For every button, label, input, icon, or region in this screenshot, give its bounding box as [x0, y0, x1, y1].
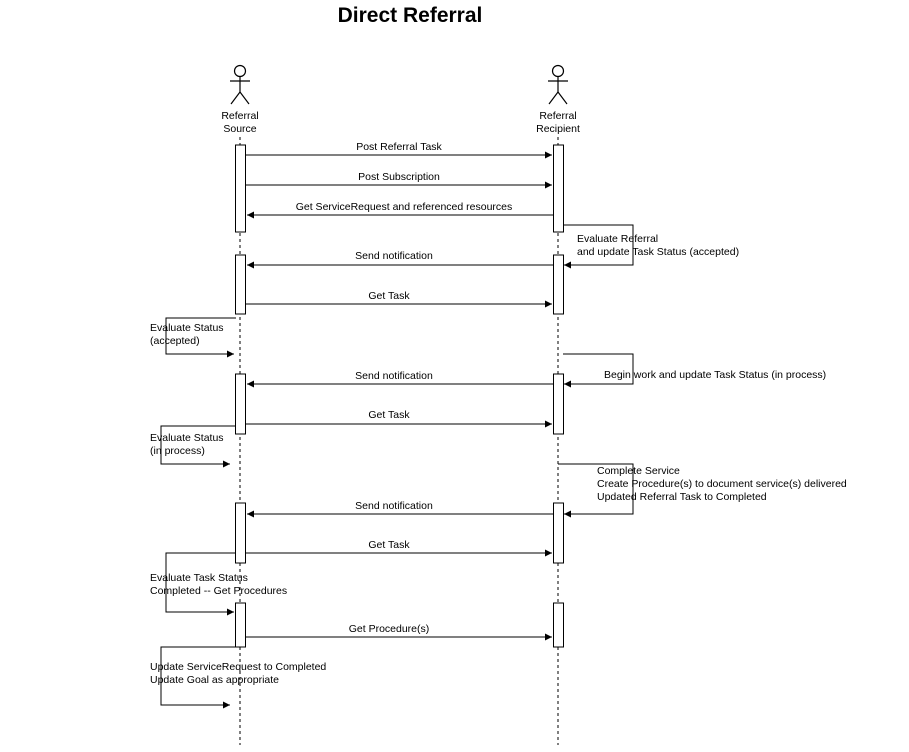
message-label: Post Referral Task	[356, 141, 442, 153]
self-message: Begin work and update Task Status (in pr…	[563, 353, 826, 388]
self-message: Evaluate Status (in process)	[150, 425, 236, 468]
diagram-title: Direct Referral	[337, 4, 483, 27]
message-label: Get Task	[368, 539, 410, 551]
message: Get Task	[246, 539, 552, 557]
self-message: Update ServiceRequest to Completed Updat…	[150, 646, 326, 709]
self-message: Evaluate Status (accepted)	[150, 317, 236, 358]
self-message-label: Evaluate Status	[150, 322, 224, 334]
self-message: Complete Service Create Procedure(s) to …	[558, 463, 847, 518]
actor-referral-source	[230, 64, 250, 105]
actor-referral-recipient	[548, 64, 568, 105]
activation-bar	[235, 502, 246, 564]
activation-bar	[553, 502, 564, 564]
self-message: Evaluate Referral and update Task Status…	[563, 224, 739, 269]
self-message-label: Completed -- Get Procedures	[150, 585, 287, 597]
message: Get Task	[246, 290, 552, 308]
self-message-label: Evaluate Referral	[577, 233, 658, 245]
message: Post Subscription	[246, 171, 552, 189]
message-label: Send notification	[355, 500, 433, 512]
self-message: Evaluate Task Status Completed -- Get Pr…	[150, 552, 287, 616]
self-message-label: (accepted)	[150, 335, 200, 347]
participant-label-source-line1: Referral	[221, 110, 258, 122]
message: Get Procedure(s)	[246, 623, 552, 641]
self-message-label: Evaluate Status	[150, 432, 224, 444]
message: Send notification	[247, 370, 553, 388]
self-message-label: Update ServiceRequest to Completed	[150, 661, 326, 673]
self-message-label: Create Procedure(s) to document service(…	[597, 478, 847, 490]
activation-bar	[235, 254, 246, 315]
self-message-label: Complete Service	[597, 465, 680, 477]
self-message-label: and update Task Status (accepted)	[577, 246, 739, 258]
activation-bar	[553, 602, 564, 648]
participant-label-recipient-line1: Referral	[539, 110, 576, 122]
message-label: Get Task	[368, 409, 410, 421]
message: Send notification	[247, 250, 553, 269]
message-label: Get Procedure(s)	[349, 623, 430, 635]
participant-label-recipient-line2: Recipient	[536, 123, 580, 135]
message-label: Get ServiceRequest and referenced resour…	[296, 201, 513, 213]
message: Send notification	[247, 500, 553, 518]
self-message-label: Evaluate Task Status	[150, 572, 248, 584]
activation-bar	[235, 144, 246, 233]
activation-bar	[553, 144, 564, 233]
self-message-label: Updated Referral Task to Completed	[597, 491, 767, 503]
message-label: Post Subscription	[358, 171, 440, 183]
self-message-label: Update Goal as appropriate	[150, 674, 279, 686]
self-message-label: (in process)	[150, 445, 205, 457]
message: Post Referral Task	[246, 141, 552, 159]
participant-label-source-line2: Source	[223, 123, 256, 135]
activation-bar	[553, 373, 564, 435]
message-label: Send notification	[355, 250, 433, 262]
message-label: Send notification	[355, 370, 433, 382]
activation-bar	[235, 602, 246, 648]
message-label: Get Task	[368, 290, 410, 302]
activation-bar	[553, 254, 564, 315]
activation-bar	[235, 373, 246, 435]
message: Get Task	[246, 409, 552, 428]
self-message-label: Begin work and update Task Status (in pr…	[604, 369, 826, 381]
message: Get ServiceRequest and referenced resour…	[247, 201, 553, 219]
